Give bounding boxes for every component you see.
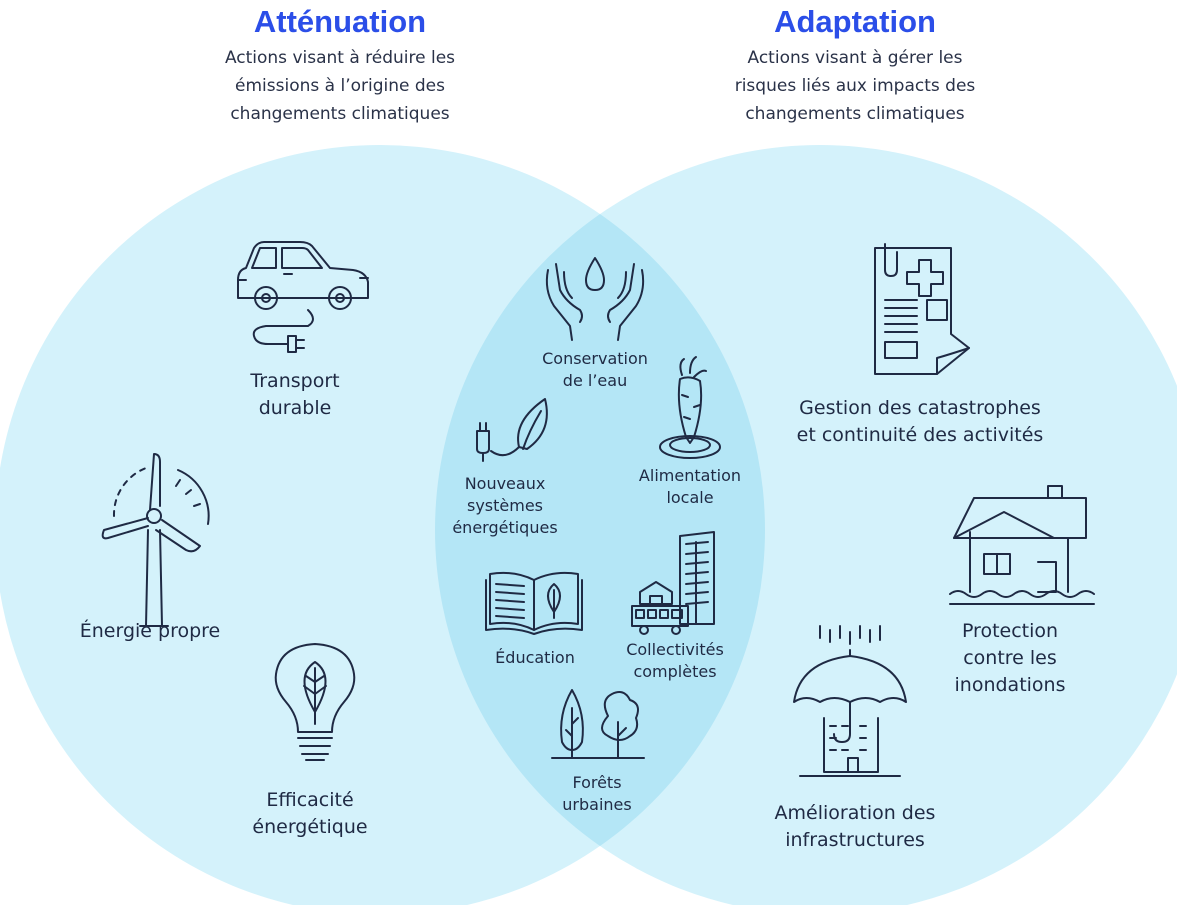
adaptation-item-label: Amélioration des infrastructures	[774, 802, 936, 851]
overlap-item-label: Conservation de l’eau	[542, 349, 648, 390]
umbrella-building-icon	[790, 622, 910, 782]
city-bus-icon	[626, 528, 726, 638]
light-bulb-icon	[270, 640, 360, 770]
overlap-item-label: Éducation	[495, 648, 575, 667]
overlap-item-label: Forêts urbaines	[562, 773, 632, 814]
overlap-region	[435, 145, 765, 905]
mitigation-subtitle: Actions visant à réduire les émissions à…	[224, 48, 456, 124]
mitigation-item-label: Efficacité énergétique	[252, 789, 368, 838]
adaptation-subtitle: Actions visant à gérer les risques liés …	[734, 48, 976, 124]
adaptation-title: Adaptation	[774, 4, 936, 39]
hands-water-drop-icon	[540, 250, 650, 345]
overlap-item-label: Collectivités complètes	[626, 640, 724, 681]
electric-car-icon	[228, 228, 378, 358]
flooded-house-icon	[940, 482, 1100, 612]
mitigation-item-label: Transport durable	[250, 370, 340, 419]
overlap-item-label: Nouveaux systèmes énergétiques	[452, 474, 558, 537]
mitigation-item-label: Énergie propre	[79, 620, 221, 642]
carrot-icon	[650, 355, 730, 465]
mitigation-title: Atténuation	[253, 4, 427, 39]
wind-turbine-icon	[90, 450, 220, 630]
plug-leaf-icon	[465, 395, 555, 465]
open-book-icon	[484, 568, 584, 638]
adaptation-item-label: Gestion des catastrophes et continuité d…	[796, 397, 1044, 446]
trees-icon	[548, 686, 648, 766]
overlap-item-label: Alimentation locale	[638, 466, 742, 507]
medical-document-icon	[865, 238, 975, 378]
adaptation-item-label: Protection contre les inondations	[954, 620, 1066, 696]
